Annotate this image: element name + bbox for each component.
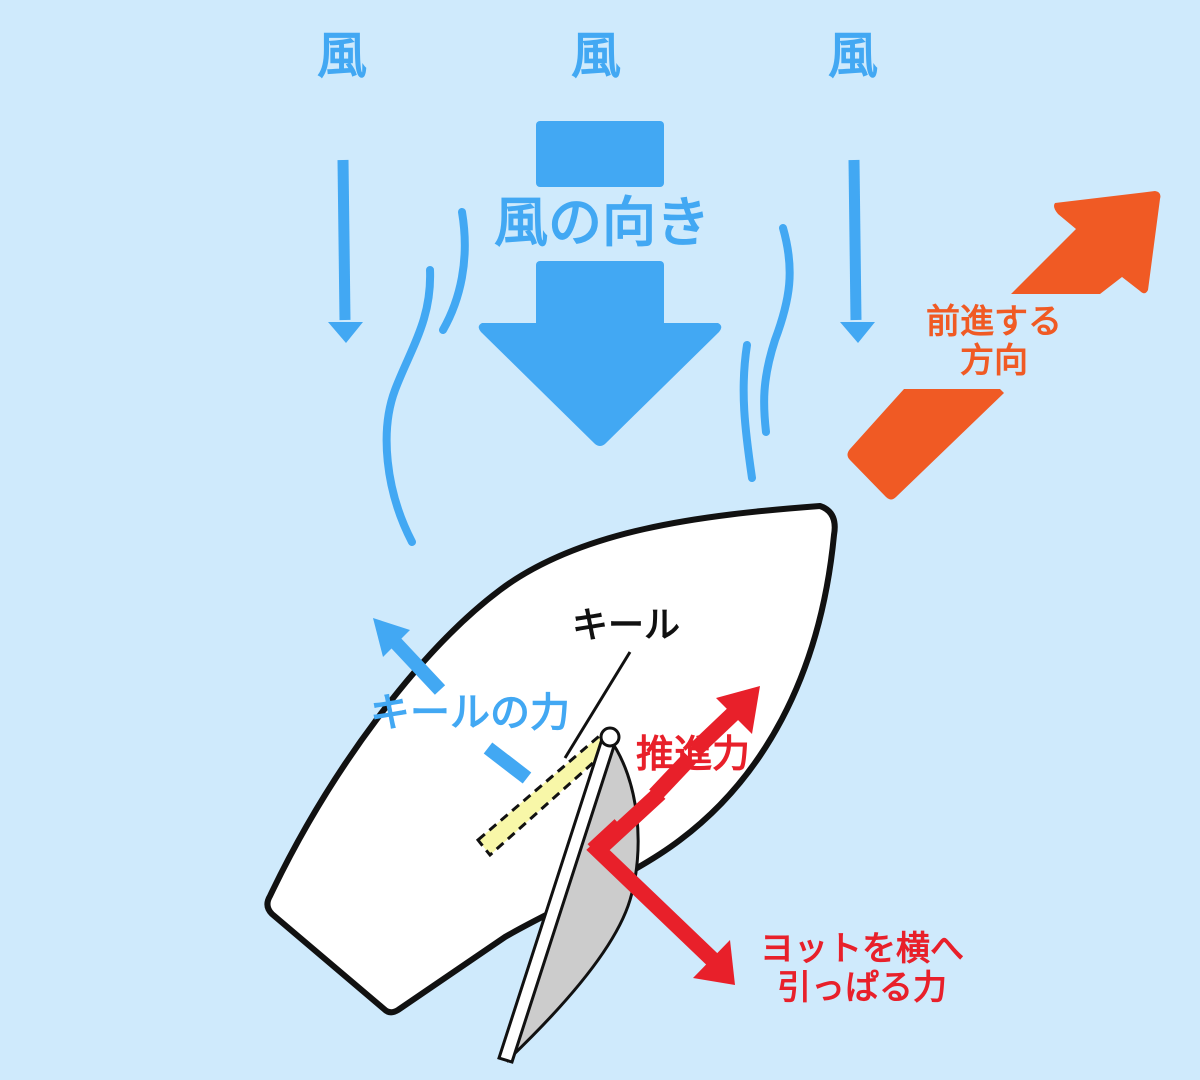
wind-label-left: 風 [317,27,367,85]
wind-arrow-right-icon [840,159,875,343]
forward-direction-label: 前進する 方向 [926,302,1062,382]
wind-label-center: 風 [571,27,621,85]
side-force-line1: ヨットを横へ [760,929,964,969]
forward-direction-arrow-icon [847,191,1161,500]
wind-wave-lines-icon [382,208,794,546]
thrust-label: 推進力 [636,732,751,776]
side-force-label: ヨットを横へ 引っぱる力 [760,929,964,1009]
keel-label: キール [572,605,681,646]
sail [506,734,640,1064]
forward-direction-line2: 方向 [960,341,1028,382]
keel-force-label: キールの力 [370,690,570,736]
wind-label-right: 風 [828,27,878,85]
keel-force-arrow-icon [373,618,532,784]
wind-arrow-left-icon [328,159,363,343]
forward-direction-line1: 前進する [926,302,1062,342]
boat-hull [264,503,838,1016]
mast-pivot-icon [599,726,621,748]
side-force-arrow-icon [586,787,735,985]
wind-direction-label: 風の向き [494,191,710,254]
wind-direction-arrow-icon [478,121,722,446]
keel-pointer-line [563,651,632,759]
side-force-line2: 引っぱる力 [777,968,947,1009]
